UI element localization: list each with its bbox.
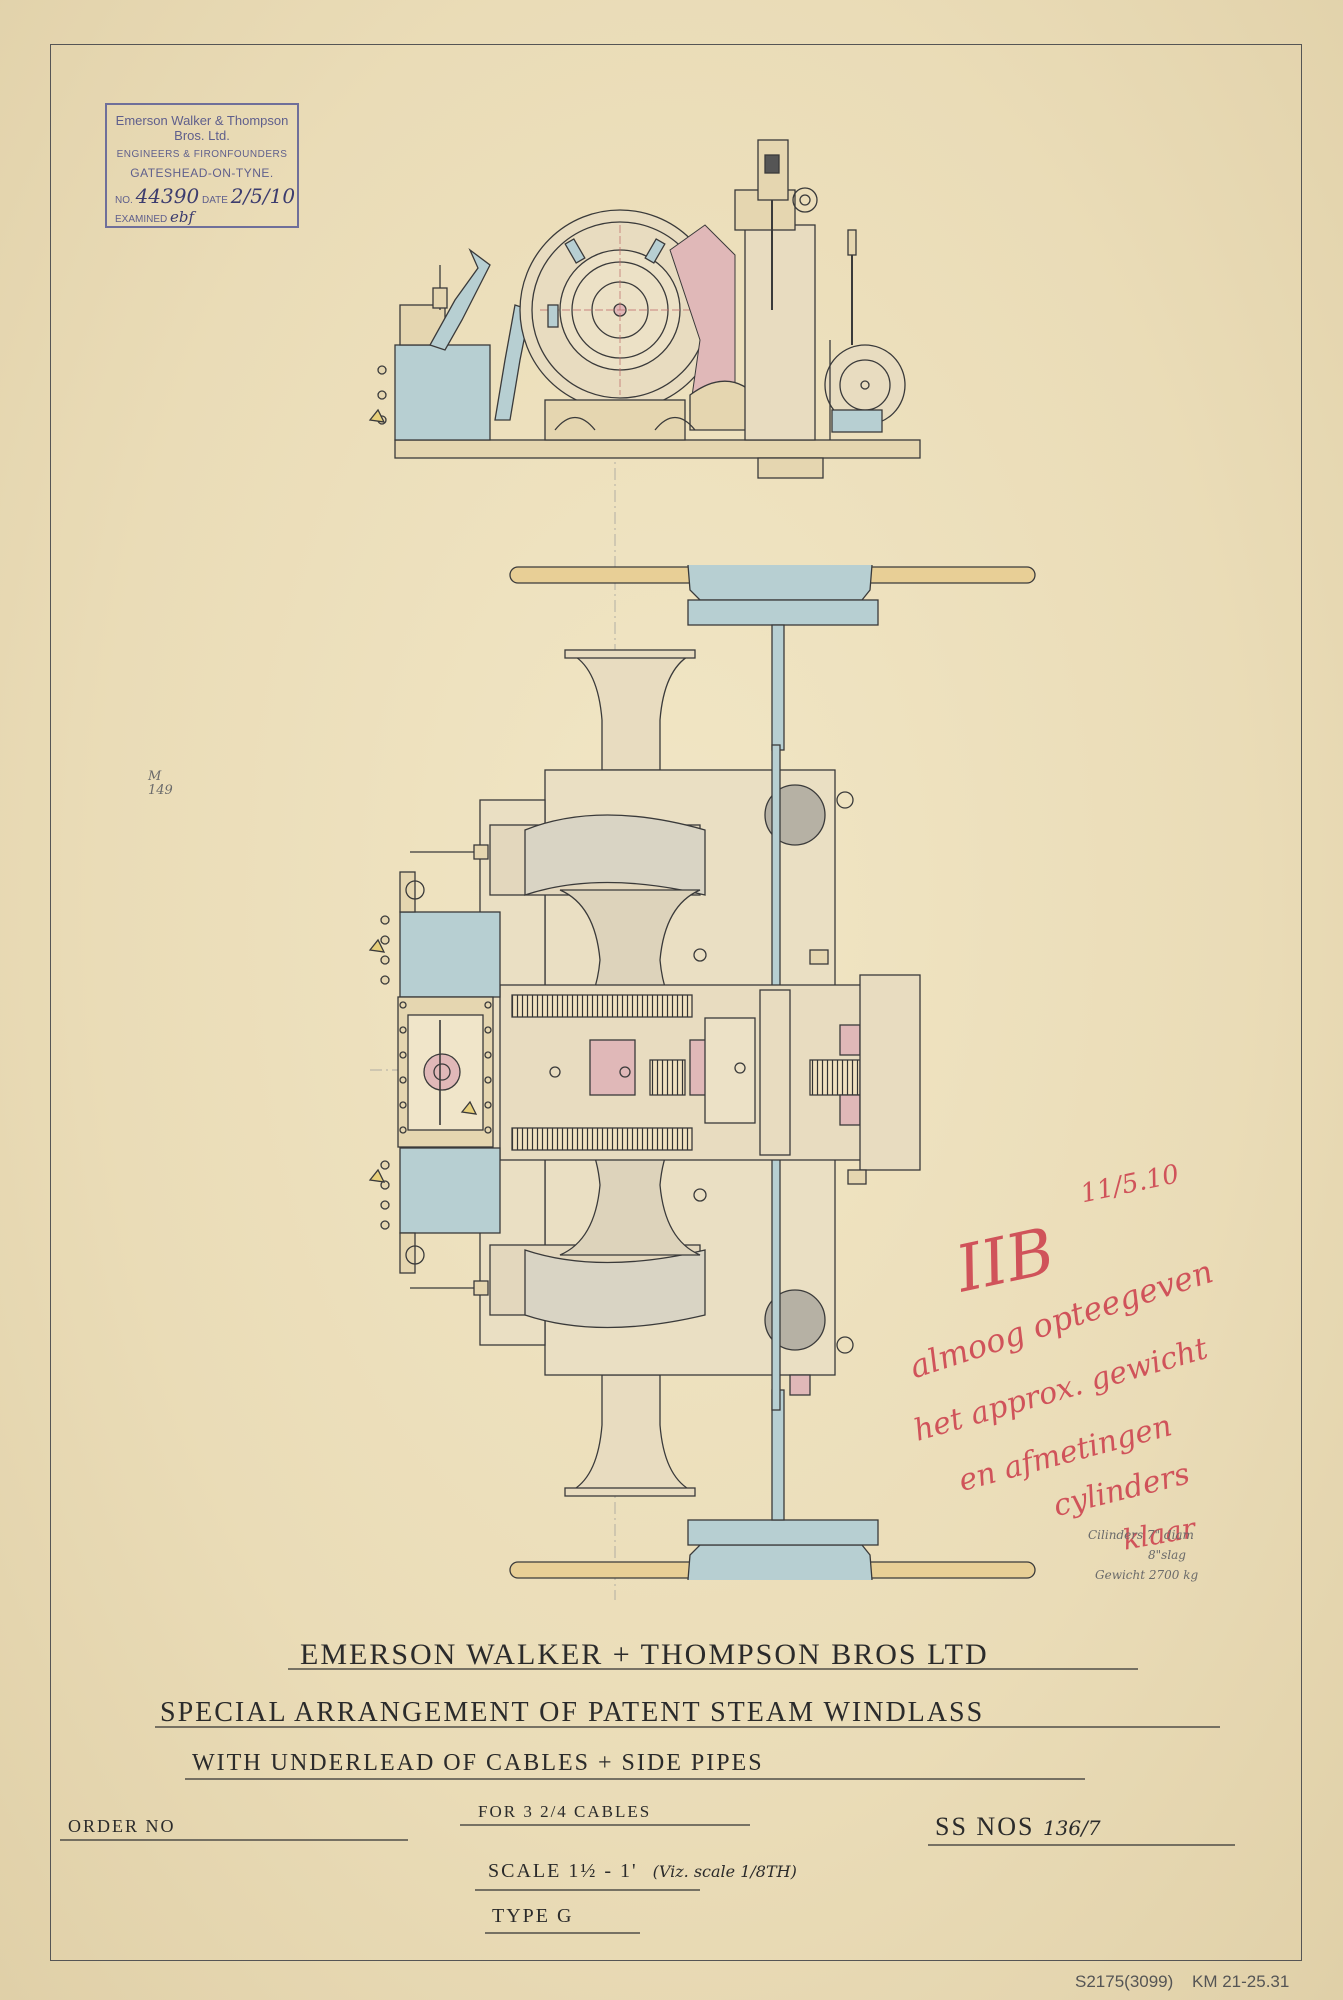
archive-ref-1: S2175(3099) (1075, 1972, 1174, 1991)
pencil-note-cylinders: Cilinders 7" diam (1088, 1528, 1194, 1542)
stamp-number-row: NO. 44390 DATE 2/5/10 (107, 184, 297, 208)
ss-numbers-label: SS NOS 136/7 (935, 1812, 1101, 1842)
stamp-examined-label: EXAMINED (115, 214, 168, 225)
ss-label: SS NOS (935, 1812, 1035, 1841)
title-underlines (60, 1668, 1235, 1934)
stamp-date-value: 2/5/10 (230, 184, 296, 208)
margin-pencil-note: M 149 (148, 769, 173, 798)
pencil-note-weight: Gewicht 2700 kg (1095, 1568, 1199, 1582)
stamp-no-label: NO. (115, 195, 133, 206)
archive-ref-2: KM 21-25.31 (1192, 1972, 1290, 1991)
title-line-2: WITH UNDERLEAD OF CABLES + SIDE PIPES (192, 1750, 764, 1776)
stamp-examined-value: ebf (170, 208, 195, 226)
maker-stamp: Emerson Walker & Thompson Bros. Ltd. ENG… (105, 103, 299, 228)
bed-plate (394, 439, 921, 459)
elevation-view (368, 139, 921, 479)
title-line-1: SPECIAL ARRANGEMENT OF PATENT STEAM WIND… (160, 1697, 985, 1728)
sheet-border (50, 44, 1302, 1961)
steam-cylinder-left-top (399, 911, 501, 998)
title-cables: FOR 3 2/4 CABLES (478, 1802, 652, 1821)
stamp-no-value: 44390 (135, 184, 200, 208)
order-number-label: ORDER NO (68, 1816, 176, 1836)
warping-end-top (570, 654, 693, 771)
warping-end-bottom (570, 1374, 693, 1491)
stamp-town: GATESHEAD-ON-TYNE. (130, 166, 274, 180)
scale-value: SCALE 1½ - 1' (488, 1860, 638, 1882)
steam-cylinder-left-bottom (399, 1147, 501, 1234)
stamp-trade: ENGINEERS & FIRONFOUNDERS (116, 149, 288, 160)
steam-cylinder (394, 344, 491, 441)
stamp-examined-row: EXAMINED ebf (107, 208, 297, 226)
viz-scale: (Viz. scale 1/8TH) (652, 1862, 797, 1881)
stamp-date-label: DATE (201, 195, 228, 206)
title-company: EMERSON WALKER + THOMPSON BROS LTD (300, 1638, 989, 1671)
scale-label: SCALE 1½ - 1' (Viz. scale 1/8TH) (488, 1860, 797, 1883)
pencil-note-stroke: 8"slag (1148, 1548, 1186, 1562)
type-label: TYPE G (492, 1905, 574, 1927)
plan-view (368, 564, 1036, 1581)
ss-value: 136/7 (1042, 1816, 1101, 1840)
stamp-company: Emerson Walker & Thompson Bros. Ltd. (115, 113, 289, 143)
